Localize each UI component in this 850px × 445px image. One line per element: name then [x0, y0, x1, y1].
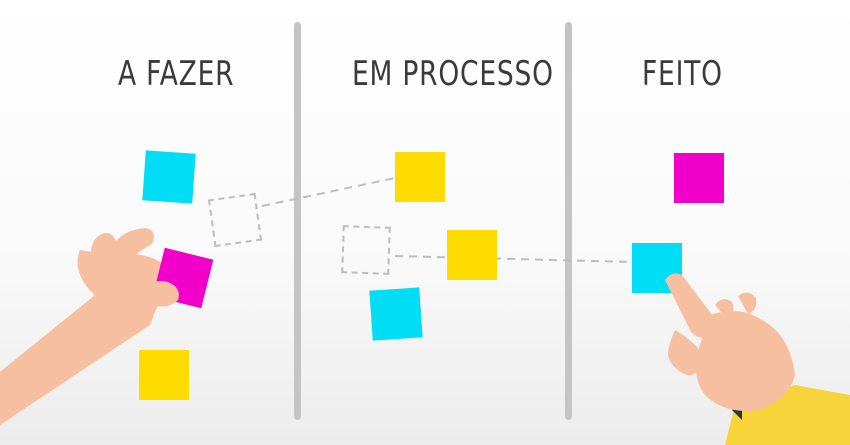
movement-path	[261, 177, 396, 207]
sticky-note-yellow[interactable]	[395, 152, 445, 202]
sticky-note-magenta[interactable]	[674, 153, 724, 203]
sticky-note-yellow[interactable]	[139, 350, 189, 400]
movement-path	[394, 255, 633, 263]
column-title-todo: A FAZER	[118, 54, 235, 94]
column-title-done: FEITO	[642, 54, 723, 94]
column-title-in-progress: EM PROCESSO	[352, 54, 554, 94]
column-divider	[565, 22, 572, 420]
column-divider	[294, 22, 301, 420]
sticky-note-yellow[interactable]	[447, 230, 497, 280]
